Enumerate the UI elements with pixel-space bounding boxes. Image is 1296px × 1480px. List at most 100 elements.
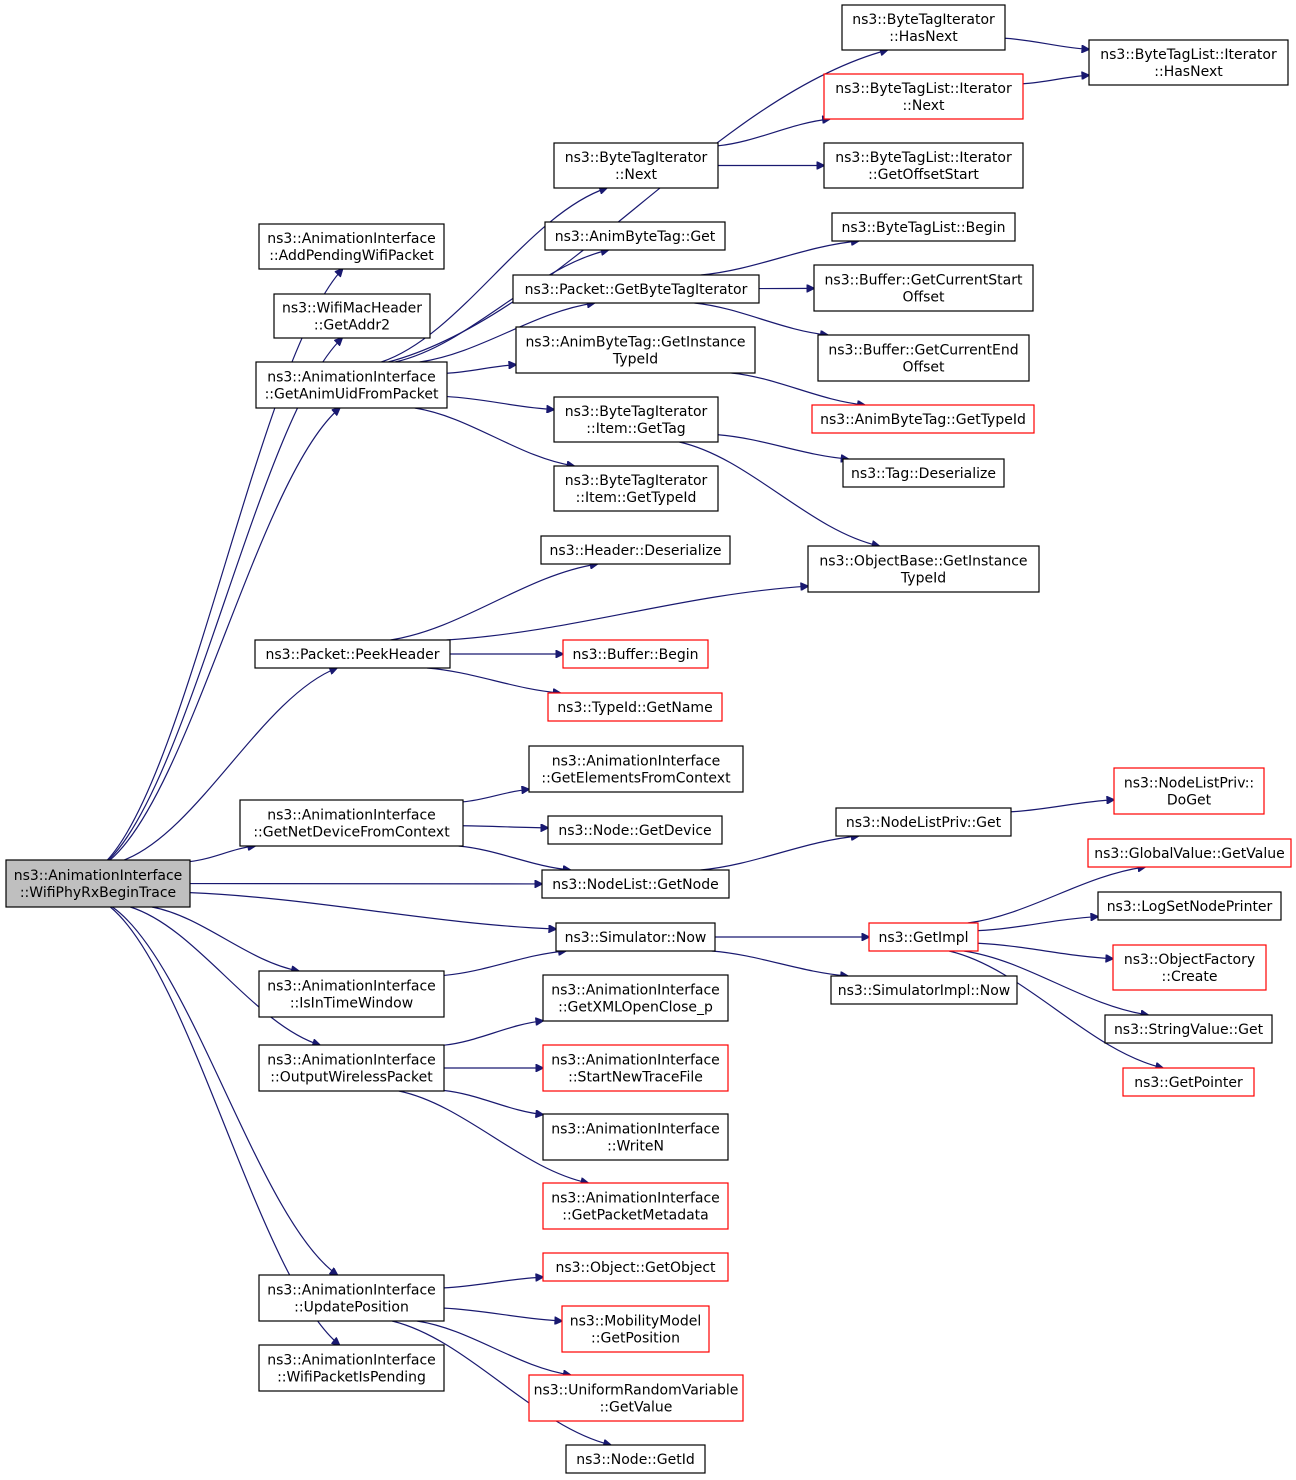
- edge-updateposition-to-object-getobject: [443, 1277, 543, 1289]
- node-label: ::IsInTimeWindow: [290, 996, 413, 1012]
- edge-getanimuid-to-packet-getbti: [419, 303, 595, 363]
- node-label: ns3::ByteTagList::Iterator: [835, 81, 1012, 97]
- graph-node-outputwireless[interactable]: ns3::AnimationInterface::OutputWirelessP…: [258, 1044, 445, 1092]
- graph-node-getxmlopenclose[interactable]: ns3::AnimationInterface::GetXMLOpenClose…: [542, 974, 729, 1022]
- graph-node-globalvalue-getvalue[interactable]: ns3::GlobalValue::GetValue: [1087, 838, 1292, 868]
- edge-bti-next-to-btl-it-next: [717, 119, 830, 147]
- node-label: TypeId: [612, 352, 658, 368]
- node-box: [811, 404, 1035, 434]
- node-label: ns3::ByteTagIterator: [565, 473, 708, 489]
- graph-node-typeid-getname[interactable]: ns3::TypeId::GetName: [547, 692, 723, 722]
- graph-node-getnetdevice[interactable]: ns3::AnimationInterface::GetNetDeviceFro…: [239, 799, 464, 847]
- graph-node-bti-item-gettag[interactable]: ns3::ByteTagIterator::Item::GetTag: [553, 396, 719, 443]
- graph-node-sim-now[interactable]: ns3::Simulator::Now: [555, 922, 716, 952]
- graph-node-btl-it-hasnext[interactable]: ns3::ByteTagList::Iterator::HasNext: [1088, 39, 1289, 86]
- edge-peekheader-to-header-deserialize: [390, 564, 598, 641]
- node-label: ::WifiPacketIsPending: [277, 1370, 426, 1386]
- edge-getimpl-to-logsetnodeprinter: [977, 917, 1098, 932]
- node-box: [830, 975, 1018, 1005]
- node-box: [868, 922, 979, 952]
- node-box: [1087, 838, 1292, 868]
- node-label: ns3::UniformRandomVariable: [534, 1383, 739, 1399]
- node-box: [239, 799, 464, 847]
- node-box: [258, 1344, 445, 1392]
- edge-bti-item-gettag-to-objbase-getinstancetypeid: [679, 441, 879, 546]
- graph-node-btl-it-next[interactable]: ns3::ByteTagList::Iterator::Next: [823, 73, 1024, 120]
- node-label: ns3::SimulatorImpl::Now: [838, 983, 1011, 999]
- graph-node-urv-getvalue[interactable]: ns3::UniformRandomVariable::GetValue: [528, 1374, 744, 1422]
- graph-node-objectfactory-create[interactable]: ns3::ObjectFactory::Create: [1112, 944, 1267, 991]
- node-label: ns3::AnimationInterface: [552, 754, 721, 770]
- graph-node-animbytetag-get[interactable]: ns3::AnimByteTag::Get: [544, 221, 726, 251]
- edge-root-to-getaddr2: [108, 338, 343, 861]
- graph-node-buffer-begin[interactable]: ns3::Buffer::Begin: [562, 639, 709, 669]
- node-box: [512, 274, 760, 304]
- node-box: [562, 639, 709, 669]
- edge-nodelistpriv-get-to-nodelistpriv-doget: [1010, 800, 1114, 813]
- node-label: ns3::Node::GetDevice: [558, 823, 711, 839]
- node-box: [542, 1182, 729, 1230]
- graph-node-tag-deserialize[interactable]: ns3::Tag::Deserialize: [842, 458, 1005, 488]
- node-box: [515, 326, 756, 374]
- graph-node-startnewtracefile[interactable]: ns3::AnimationInterface::StartNewTraceFi…: [542, 1044, 729, 1092]
- node-label: ns3::AnimByteTag::Get: [555, 229, 716, 245]
- node-label: ns3::StringValue::Get: [1114, 1022, 1264, 1038]
- edge-outputwireless-to-writen: [443, 1089, 543, 1114]
- graph-node-nodelist-getnode[interactable]: ns3::NodeList::GetNode: [541, 869, 730, 899]
- graph-node-btl-it-getoffset[interactable]: ns3::ByteTagList::Iterator::GetOffsetSta…: [823, 142, 1024, 189]
- graph-node-root[interactable]: ns3::AnimationInterface::WifiPhyRxBeginT…: [5, 859, 191, 908]
- graph-node-add-pending[interactable]: ns3::AnimationInterface::AddPendingWifiP…: [258, 223, 445, 270]
- node-label: ::WifiPhyRxBeginTrace: [20, 885, 176, 901]
- graph-node-packet-getbti[interactable]: ns3::Packet::GetByteTagIterator: [512, 274, 760, 304]
- node-box: [544, 221, 726, 251]
- graph-node-getanimuid[interactable]: ns3::AnimationInterface::GetAnimUidFromP…: [255, 361, 448, 409]
- edge-outputwireless-to-getpacketmetadata: [398, 1090, 588, 1183]
- node-label: ::HasNext: [1154, 64, 1223, 80]
- graph-node-isintimewindow[interactable]: ns3::AnimationInterface::IsInTimeWindow: [258, 970, 445, 1018]
- graph-node-nodelistpriv-doget[interactable]: ns3::NodeListPriv::DoGet: [1113, 767, 1265, 815]
- graph-node-abt-gettypeid[interactable]: ns3::AnimByteTag::GetTypeId: [811, 404, 1035, 434]
- graph-node-bti-hasnext[interactable]: ns3::ByteTagIterator::HasNext: [841, 4, 1006, 51]
- node-box: [5, 859, 191, 908]
- graph-node-getpacketmetadata[interactable]: ns3::AnimationInterface::GetPacketMetada…: [542, 1182, 729, 1230]
- graph-node-simimpl-now[interactable]: ns3::SimulatorImpl::Now: [830, 975, 1018, 1005]
- graph-node-bti-item-gettypeid[interactable]: ns3::ByteTagIterator::Item::GetTypeId: [553, 465, 719, 512]
- node-box: [565, 1444, 706, 1474]
- graph-node-peekheader[interactable]: ns3::Packet::PeekHeader: [254, 639, 451, 669]
- graph-node-btl-begin[interactable]: ns3::ByteTagList::Begin: [831, 212, 1016, 242]
- graph-node-bti-next[interactable]: ns3::ByteTagIterator::Next: [553, 142, 719, 189]
- graph-node-nodelistpriv-get[interactable]: ns3::NodeListPriv::Get: [835, 807, 1012, 837]
- graph-node-header-deserialize[interactable]: ns3::Header::Deserialize: [540, 535, 731, 565]
- node-label: ns3::AnimationInterface: [267, 808, 436, 824]
- graph-node-mobility-getposition[interactable]: ns3::MobilityModel::GetPosition: [561, 1305, 710, 1353]
- node-label: ::UpdatePosition: [294, 1300, 409, 1316]
- node-box: [1097, 891, 1282, 921]
- node-box: [1122, 1067, 1255, 1097]
- graph-node-writen[interactable]: ns3::AnimationInterface::WriteN: [542, 1113, 729, 1161]
- node-label: ns3::ByteTagList::Iterator: [1100, 47, 1277, 63]
- node-box: [547, 815, 723, 845]
- graph-node-object-getobject[interactable]: ns3::Object::GetObject: [542, 1252, 729, 1282]
- graph-node-getaddr2[interactable]: ns3::WifiMacHeader::GetAddr2: [273, 293, 431, 339]
- graph-node-getelements[interactable]: ns3::AnimationInterface::GetElementsFrom…: [528, 745, 744, 793]
- node-label: TypeId: [900, 571, 946, 587]
- graph-node-getimpl[interactable]: ns3::GetImpl: [868, 922, 979, 952]
- node-label: ::GetPosition: [591, 1331, 680, 1347]
- node-label: ns3::Buffer::Begin: [572, 647, 698, 663]
- edge-nodelist-getnode-to-nodelistpriv-get: [700, 836, 859, 871]
- node-label: ::Item::GetTypeId: [576, 490, 697, 506]
- graph-node-node-getdevice[interactable]: ns3::Node::GetDevice: [547, 815, 723, 845]
- graph-node-wifipacketispending[interactable]: ns3::AnimationInterface::WifiPacketIsPen…: [258, 1344, 445, 1392]
- node-label: ns3::ByteTagList::Iterator: [835, 150, 1012, 166]
- node-label: ::GetPacketMetadata: [562, 1208, 708, 1224]
- node-label: ns3::AnimationInterface: [267, 370, 436, 386]
- graph-node-logsetnodeprinter[interactable]: ns3::LogSetNodePrinter: [1097, 891, 1282, 921]
- graph-node-getpointer[interactable]: ns3::GetPointer: [1122, 1067, 1255, 1097]
- graph-node-stringvalue-get[interactable]: ns3::StringValue::Get: [1104, 1014, 1273, 1044]
- graph-node-node-getid[interactable]: ns3::Node::GetId: [565, 1444, 706, 1474]
- graph-node-updateposition[interactable]: ns3::AnimationInterface::UpdatePosition: [258, 1274, 445, 1322]
